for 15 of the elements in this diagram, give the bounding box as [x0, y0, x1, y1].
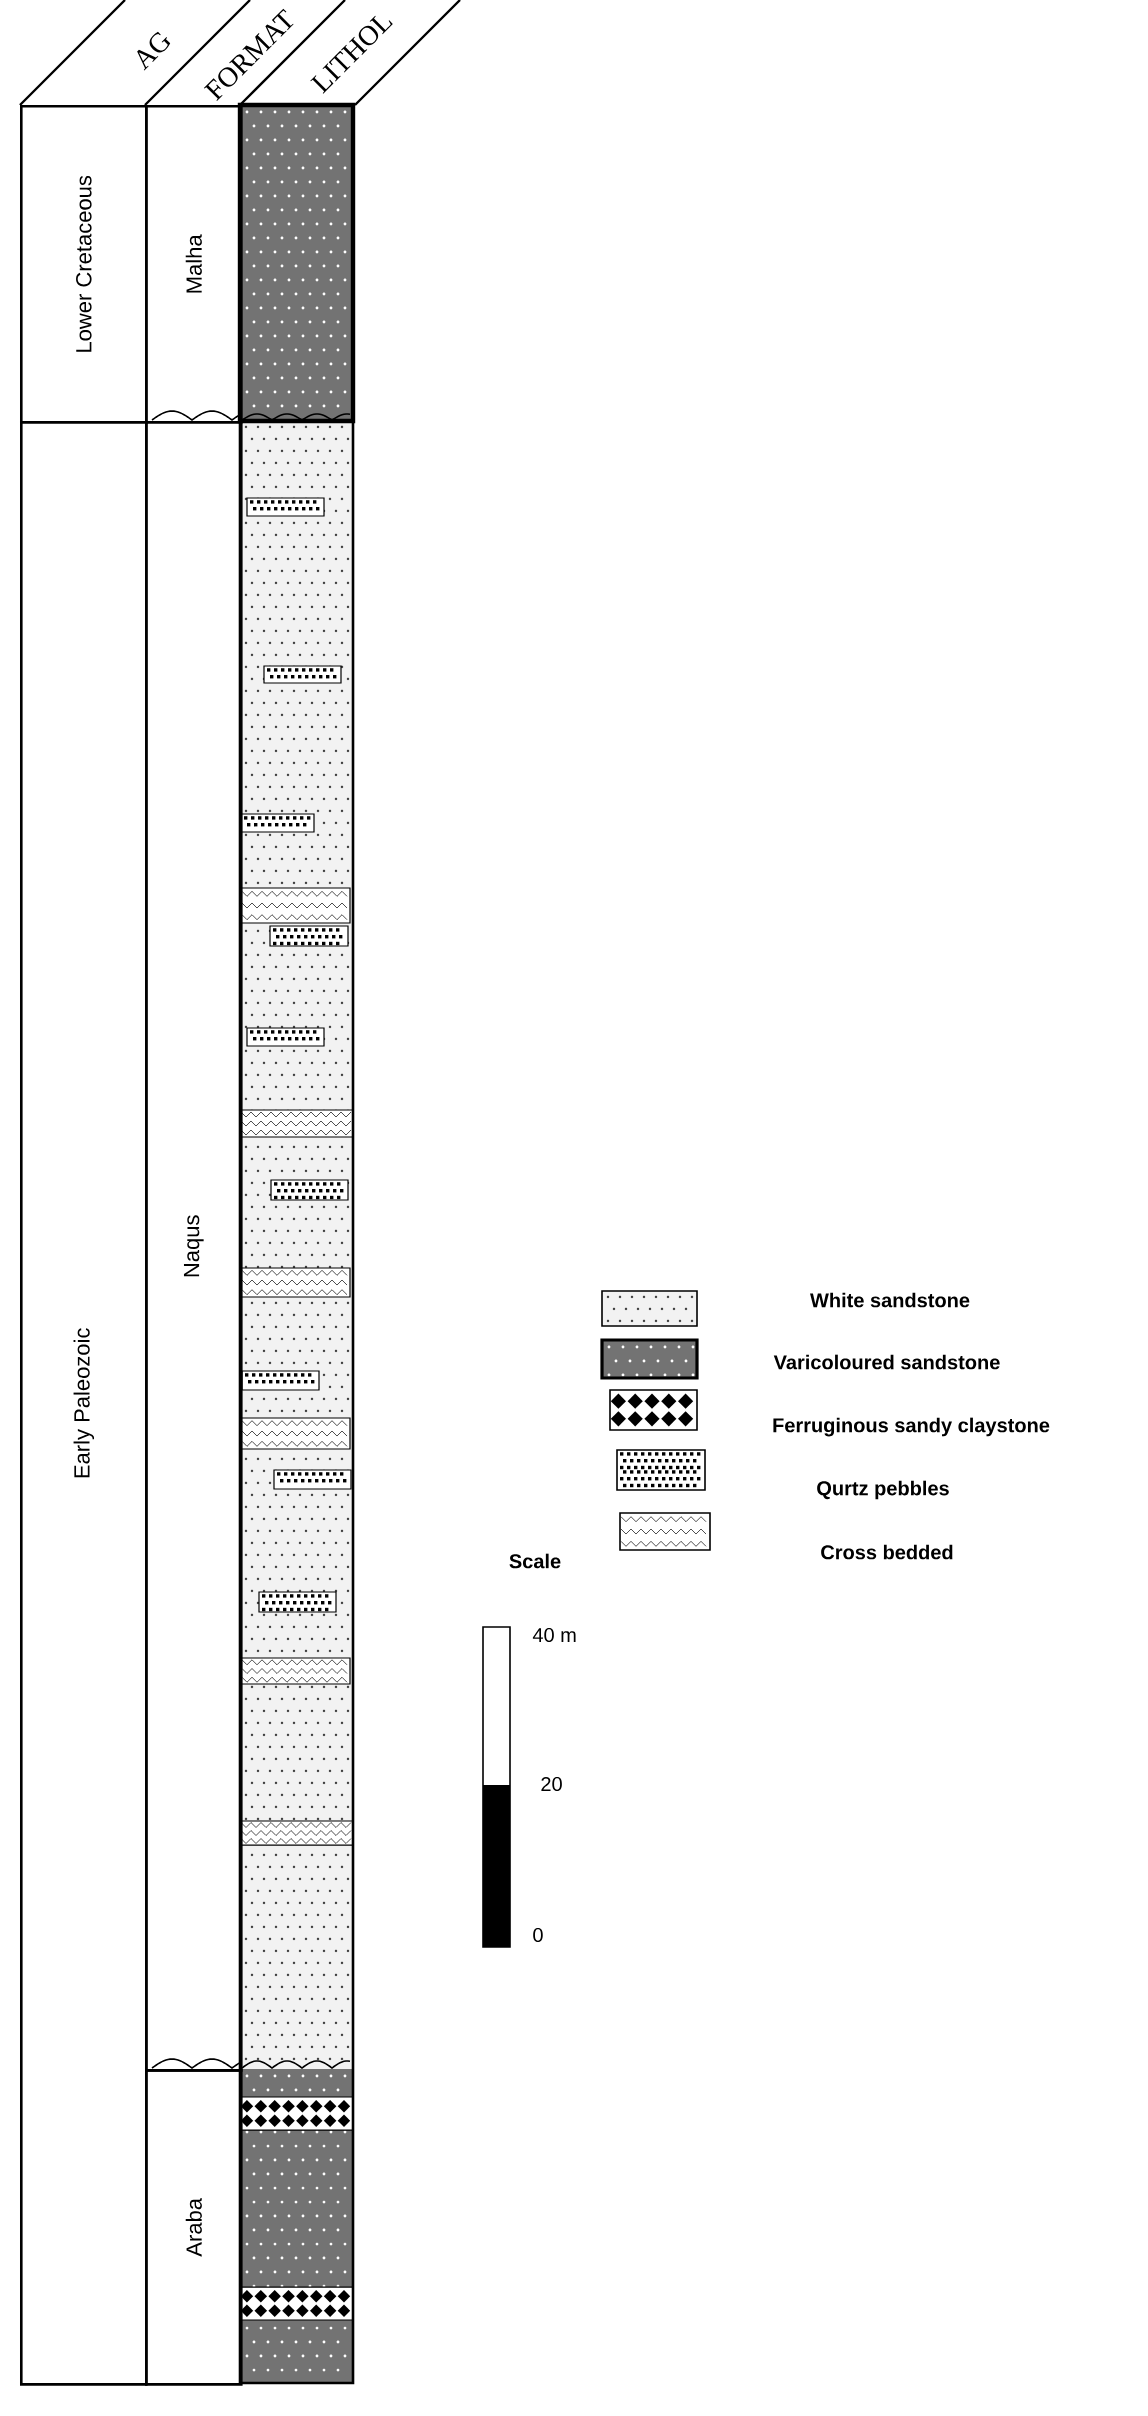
age-cell: Lower Cretaceous: [20, 105, 148, 424]
formation-cell: Naqus: [145, 421, 243, 2072]
scale-label: 20: [541, 1776, 562, 1792]
legend-label: White sandstone: [810, 1292, 970, 1308]
legend-label: Cross bedded: [821, 1544, 953, 1560]
scale-label: 0: [533, 1927, 543, 1943]
formation-cell: Malha: [145, 105, 243, 424]
scale-title: Scale: [509, 1553, 561, 1569]
age-cell: Early Paleozoic: [20, 421, 148, 2386]
legend-label: Qurtz pebbles: [817, 1480, 949, 1500]
legend-label: Varicoloured sandstone: [773, 1354, 1000, 1370]
legend-label: Ferruginous sandy claystone: [773, 1417, 1050, 1437]
scale-label: 40 m: [532, 1627, 576, 1643]
formation-cell: Araba: [145, 2069, 243, 2386]
header-label: AG: [137, 31, 171, 71]
